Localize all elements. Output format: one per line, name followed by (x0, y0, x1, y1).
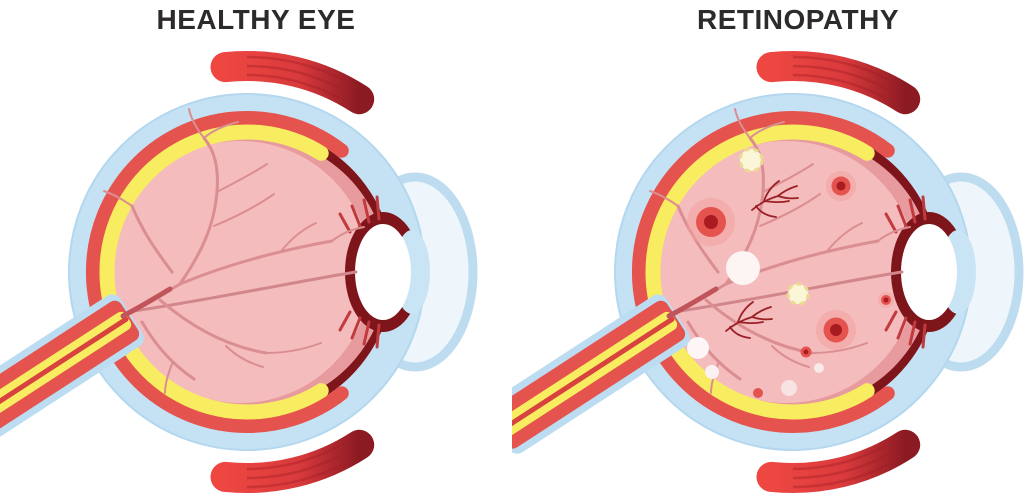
hemorrhage-spot (816, 310, 856, 350)
panel-healthy-eye: HEALTHY EYE (0, 0, 512, 494)
panel-retinopathy-eye: RETINOPATHY (512, 0, 1024, 494)
cotton-wool-spot (705, 365, 719, 379)
hemorrhage-spot (878, 292, 894, 308)
cotton-wool-spot (687, 337, 709, 359)
cotton-wool-spot (814, 363, 824, 373)
retinopathy-lesions (687, 147, 894, 398)
retinopathy-eye-illustration (512, 0, 1024, 494)
hemorrhage-spot (800, 346, 812, 358)
neovascularization-tuft (725, 301, 773, 339)
healthy-eye-illustration (0, 0, 512, 494)
neovascularization-tuft (751, 180, 799, 218)
cotton-wool-spot (726, 251, 760, 285)
hemorrhage-spot (687, 198, 735, 246)
hard-exudate-ring (786, 282, 810, 306)
hemorrhage-spot (826, 171, 856, 201)
cotton-wool-spot (781, 380, 797, 396)
hard-exudate-ring (738, 147, 764, 173)
healthy-eye-title: HEALTHY EYE (156, 4, 356, 35)
hemorrhage-spot (753, 388, 763, 398)
retinopathy-title: RETINOPATHY (696, 4, 900, 35)
